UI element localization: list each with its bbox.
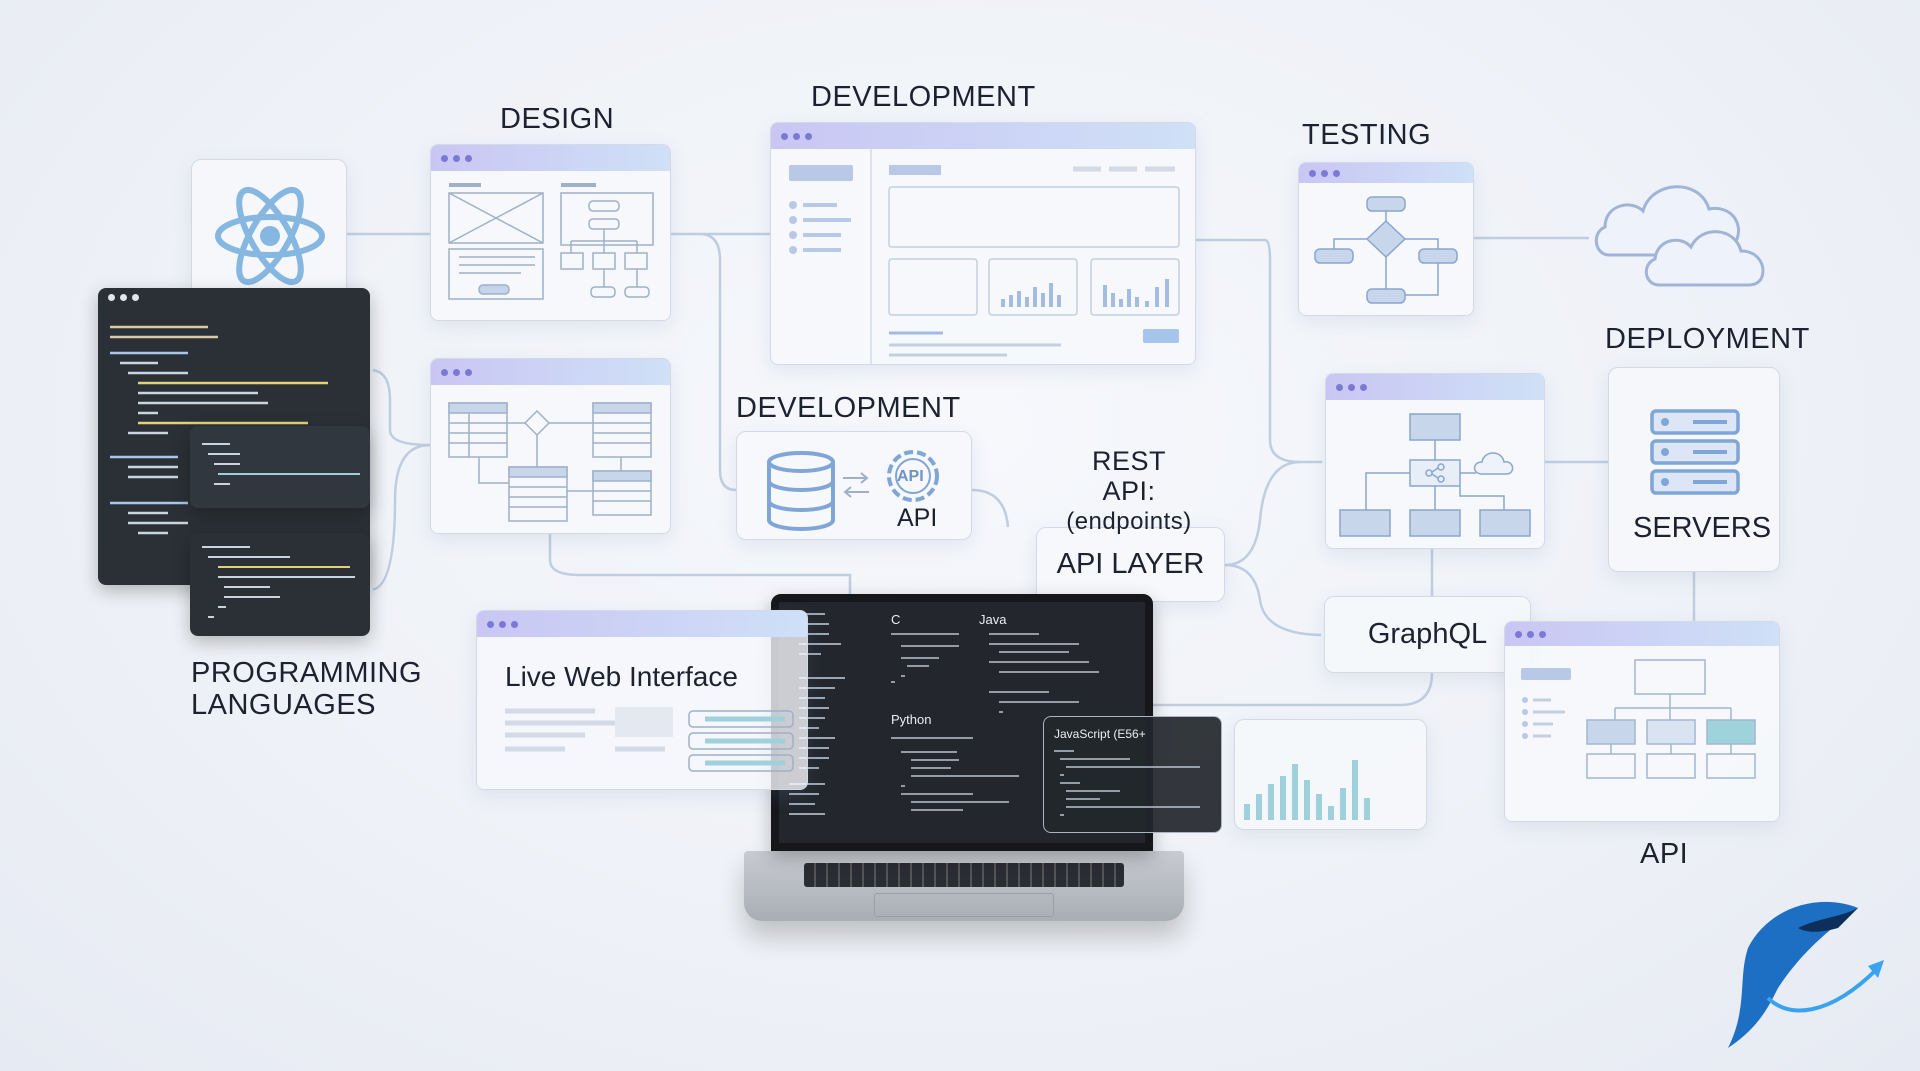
architecture-diagram-icon <box>1339 413 1531 537</box>
api-tree-illustration <box>1521 659 1756 779</box>
window-titlebar <box>431 359 670 385</box>
code-section-c: C <box>891 612 901 627</box>
graphql-box: GraphQL <box>1324 596 1531 673</box>
window-titlebar <box>1326 374 1544 400</box>
code-lines <box>891 633 1099 811</box>
design-wireframe-window <box>430 144 671 321</box>
api-structure-window <box>1504 621 1780 822</box>
code-section-java: Java <box>979 612 1007 627</box>
testing-label: TESTING <box>1302 119 1432 151</box>
laptop-base <box>744 851 1184 921</box>
endpoints-subtitle: (endpoints) <box>1066 508 1192 535</box>
live-web-interface-title: Live Web Interface <box>505 661 738 692</box>
wireframe-illustration <box>448 183 654 300</box>
api-database-card: API API <box>736 431 972 540</box>
dashboard-illustration <box>789 149 1180 364</box>
deployment-label: DEPLOYMENT <box>1605 323 1810 355</box>
servers-caption: SERVERS <box>1633 512 1772 544</box>
code-section-python: Python <box>891 712 932 727</box>
deployment-architecture-window <box>1325 373 1545 549</box>
sync-arrows-icon <box>843 472 869 498</box>
server-rack-icon <box>1650 409 1740 495</box>
servers-card: SERVERS <box>1608 367 1780 572</box>
cloud-icon <box>1594 185 1765 287</box>
window-titlebar <box>431 145 670 171</box>
bar-chart-icon <box>1244 760 1370 820</box>
window-titlebar <box>1299 163 1473 183</box>
schema-diagram-illustration <box>448 402 652 522</box>
keyboard <box>804 863 1124 887</box>
react-logo-card <box>191 159 347 306</box>
label-line: LANGUAGES <box>191 688 376 721</box>
flowchart-icon <box>1314 196 1458 304</box>
rest-api-label: REST API: (endpoints) <box>1064 446 1194 536</box>
rest-api-title: REST API: <box>1091 446 1166 506</box>
window-titlebar <box>1505 622 1779 646</box>
api-badge-text: API <box>897 468 924 485</box>
orca-logo <box>1728 901 1884 1048</box>
development-dashboard-window <box>770 122 1196 365</box>
testing-flowchart-window <box>1298 162 1474 316</box>
database-icon <box>767 451 835 532</box>
bar-chart-card <box>1234 719 1427 830</box>
api-label: API <box>1640 838 1689 870</box>
development-api-label: DEVELOPMENT <box>736 392 961 424</box>
window-dots <box>98 288 370 307</box>
api-gear-icon: API <box>877 444 949 506</box>
window-titlebar <box>477 611 807 637</box>
code-lines <box>110 325 328 535</box>
trackpad <box>874 893 1054 917</box>
database-schema-window <box>430 358 671 534</box>
api-caption: API <box>897 504 938 532</box>
live-web-interface-window: Live Web Interface <box>476 610 808 790</box>
react-atom-icon <box>215 186 325 286</box>
code-snippet-panel <box>190 533 370 636</box>
design-label: DESIGN <box>500 103 615 135</box>
javascript-code-panel: JavaScript (E56+ <box>1043 716 1222 833</box>
window-titlebar <box>771 123 1195 149</box>
camera-notch <box>929 594 1009 602</box>
label-line: PROGRAMMING <box>191 657 423 689</box>
javascript-panel-title: JavaScript (E56+ <box>1054 727 1146 741</box>
api-layer-box: API LAYER <box>1036 527 1225 602</box>
development-label: DEVELOPMENT <box>811 81 1036 113</box>
code-snippet-panel <box>190 426 370 508</box>
